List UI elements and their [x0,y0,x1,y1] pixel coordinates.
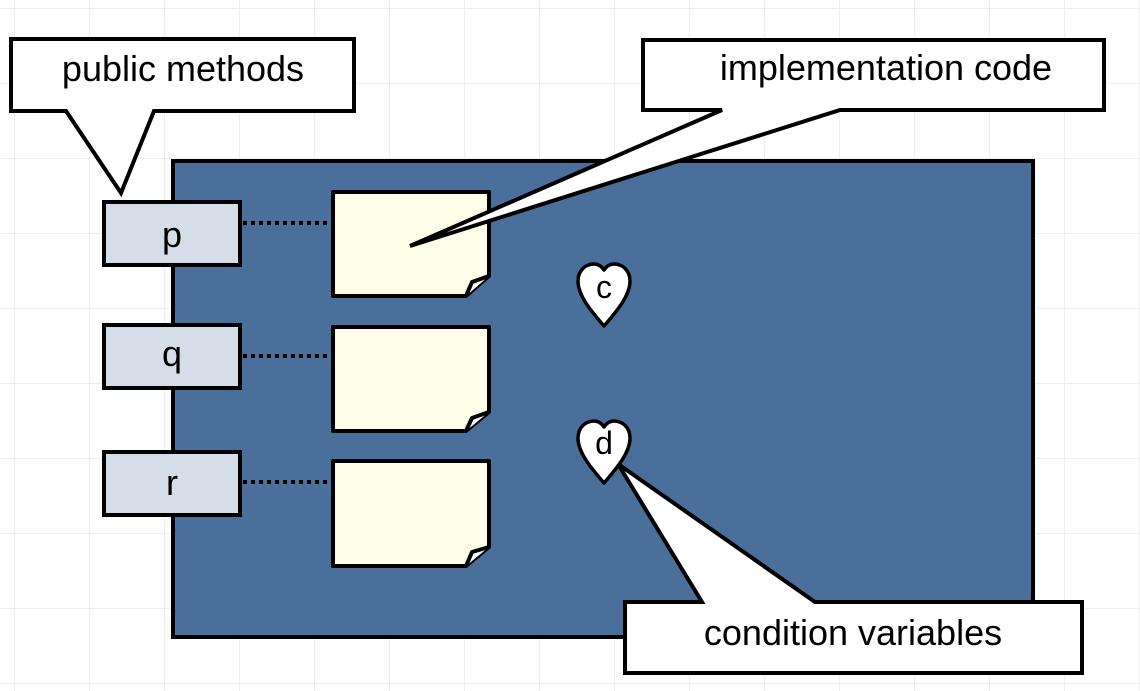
callout-public-methods: public methods [9,37,356,198]
method-label-p: p [162,214,182,255]
heart-icon [576,419,632,485]
condition-variable-c: c [576,262,632,328]
callout-implementation-code: implementation code [409,38,1106,248]
method-box-p: p [102,200,242,267]
method-label-r: r [166,462,178,503]
heart-icon [576,262,632,328]
code-note-q [331,325,491,433]
callout-implementation-code-text: implementation code [720,47,1052,88]
method-box-q: q [102,323,242,390]
callout-public-methods-text: public methods [62,48,304,89]
method-label-q: q [162,333,182,374]
monitor-box [171,159,1035,639]
method-box-r: r [102,450,242,517]
callout-condition-variables-text: condition variables [704,612,1002,653]
code-note-r [331,459,491,568]
method-connectors [243,221,332,484]
callout-condition-variables: condition variables [616,462,1084,675]
condition-variable-d: d [576,419,632,485]
condition-label-c: c [596,269,612,305]
condition-label-d: d [595,425,613,461]
